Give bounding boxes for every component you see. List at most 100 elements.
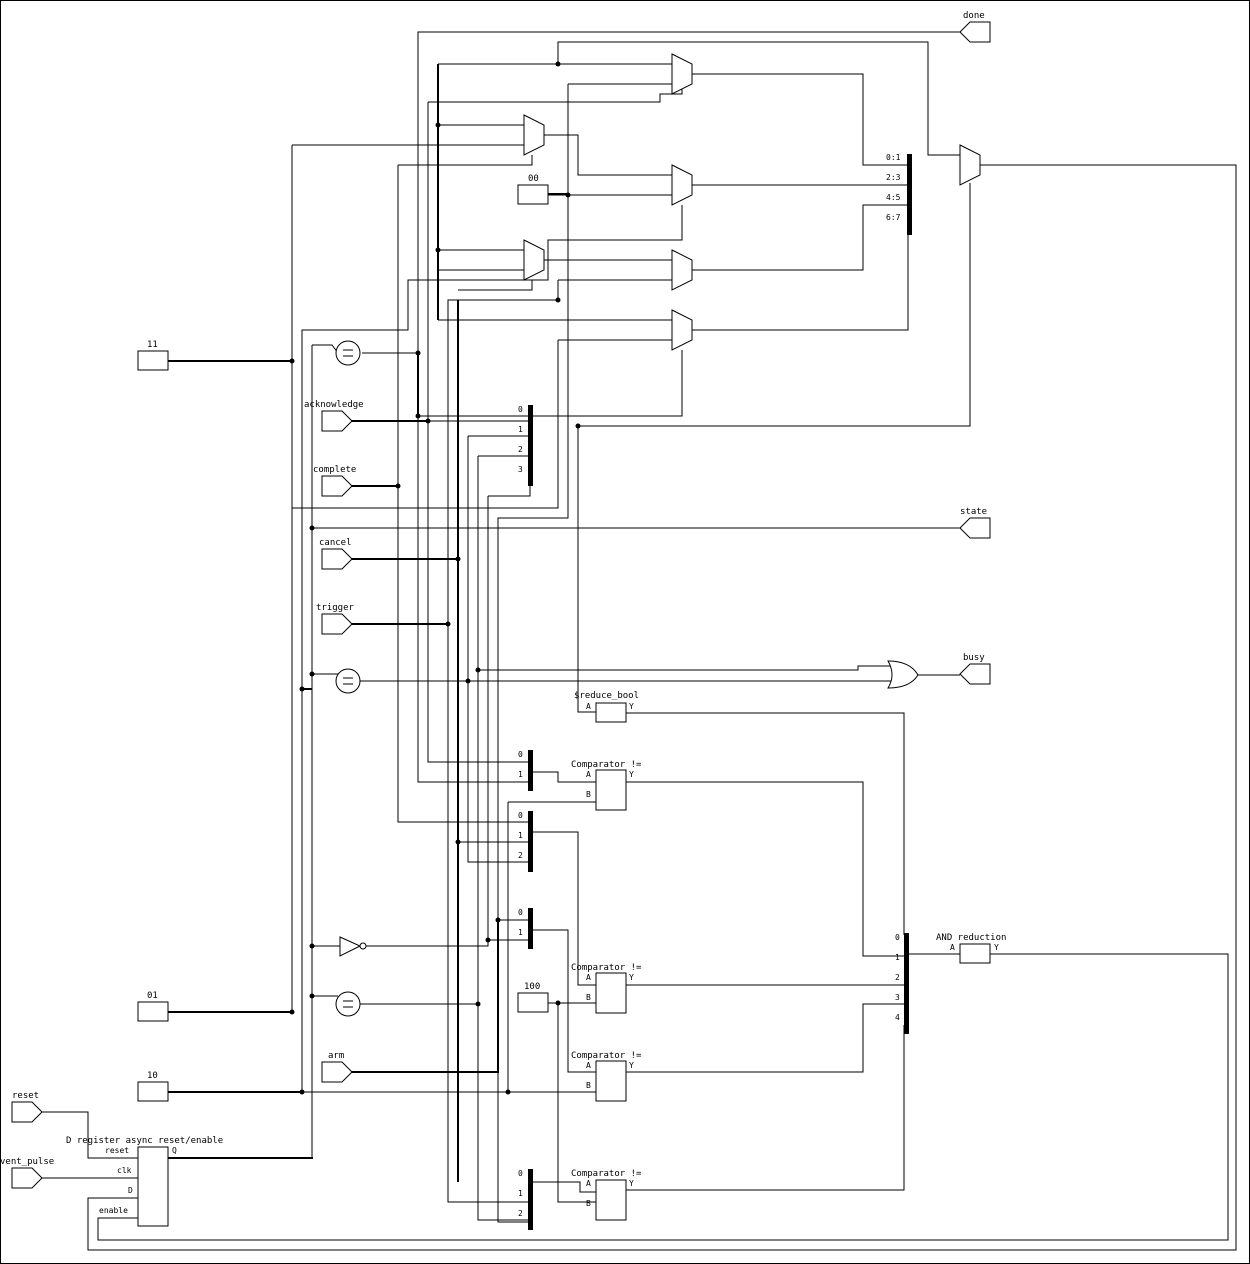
bus-idx: 3 (518, 465, 523, 474)
bus-idx: 1 (518, 1189, 523, 1198)
bus-idx: 0 (518, 811, 523, 820)
ne-comparator-title: Comparator != (571, 1169, 642, 1179)
pin-label-y: Y (629, 1179, 634, 1188)
bus-idx: 1 (518, 928, 523, 937)
port-label-busy: busy (963, 653, 985, 663)
reduce-bool-title: $reduce_bool (574, 691, 639, 701)
mux-5 (671, 249, 693, 291)
constant-10: 10 (137, 1071, 169, 1102)
bus-idx: 2 (518, 851, 523, 860)
pin-label-a: A (586, 1179, 591, 1188)
bus-split-2b (528, 908, 533, 949)
bus-label-6-7: 6:7 (886, 213, 901, 222)
port-label-done: done (963, 11, 985, 21)
bus-idx: 0 (895, 933, 900, 942)
input-port-complete: complete (313, 465, 356, 497)
not-gate (339, 936, 367, 957)
output-port-done: done (959, 11, 991, 43)
bus-concat-5 (904, 933, 909, 1034)
constant-label-10: 10 (147, 1071, 158, 1081)
and-reduction-title: AND reduction (936, 933, 1006, 943)
bus-idx: 0 (518, 1169, 523, 1178)
bus-label-2-3: 2:3 (886, 173, 901, 182)
pin-label-a: A (586, 702, 591, 711)
bus-labels: 0:1 2:3 4:5 6:7 0 1 2 3 0 1 0 1 2 0 1 0 … (518, 153, 901, 1218)
bus-split-4 (528, 405, 533, 486)
pin-label-enable: enable (99, 1206, 128, 1215)
equal-comparator-3 (335, 991, 361, 1017)
input-port-trigger: trigger (316, 603, 355, 635)
pin-label-reset: reset (105, 1146, 129, 1155)
bus-idx: 4 (895, 1013, 900, 1022)
pin-label-y: Y (629, 973, 634, 982)
pin-label-a: A (586, 973, 591, 982)
bus-idx: 1 (895, 953, 900, 962)
bus-idx: 2 (518, 1209, 523, 1218)
port-label-acknowledge: acknowledge (304, 400, 364, 410)
equal-comparator-1 (335, 340, 361, 366)
reduce-bool-cell: $reduce_bool A Y (574, 691, 639, 723)
pin-label-a: A (950, 943, 955, 952)
port-label-state: state (960, 507, 987, 517)
port-label-reset: reset (12, 1091, 39, 1101)
mux-out (959, 144, 981, 186)
ne-comparator-title: Comparator != (571, 760, 642, 770)
bus-idx: 1 (518, 425, 523, 434)
output-port-busy: busy (959, 653, 991, 685)
pin-label-q: Q (172, 1146, 177, 1155)
input-port-cancel: cancel (319, 538, 353, 570)
constant-label-100: 100 (524, 982, 540, 992)
bus-out-concat (907, 154, 912, 235)
bus-idx: 0 (518, 750, 523, 759)
input-port-arm: arm (321, 1051, 353, 1083)
port-label-complete: complete (313, 465, 356, 475)
bus-split-2a (528, 750, 533, 791)
mux-2 (523, 114, 545, 156)
output-port-state: state (959, 507, 991, 539)
d-register-title: D register async reset/enable (66, 1136, 223, 1146)
pin-label-y: Y (629, 1061, 634, 1070)
bus-split-3a (528, 811, 533, 872)
pin-label-clk: clk (117, 1166, 132, 1175)
pin-label-b: B (586, 790, 591, 799)
bus-idx: 3 (895, 993, 900, 1002)
constant-label-00: 00 (528, 174, 539, 184)
ne-comparator-3: Comparator != A B Y (571, 1051, 642, 1102)
port-label-trigger: trigger (316, 603, 355, 613)
bus-idx: 2 (895, 973, 900, 982)
bus-idx: 2 (518, 445, 523, 454)
junctions (289, 61, 581, 1095)
bus-idx: 0 (518, 908, 523, 917)
pin-label-y: Y (629, 702, 634, 711)
port-label-cancel: cancel (319, 538, 352, 548)
bus-bars (528, 154, 912, 1230)
pin-label-b: B (586, 1199, 591, 1208)
port-label-event-pulse: vent_pulse (0, 1157, 54, 1167)
bus-idx: 0 (518, 405, 523, 414)
constant-100: 100 (517, 982, 549, 1013)
multiplexers (523, 53, 981, 351)
pin-label-b: B (586, 993, 591, 1002)
equal-comparator-2 (335, 668, 361, 694)
input-port-reset: reset (11, 1091, 43, 1123)
ne-comparator-4: Comparator != A B Y (571, 1169, 642, 1221)
pin-label-a: A (586, 770, 591, 779)
ne-comparator-title: Comparator != (571, 963, 642, 973)
constant-00: 00 (517, 174, 549, 205)
bus-label-4-5: 4:5 (886, 193, 901, 202)
bus-split-3b (528, 1169, 533, 1230)
mux-6 (671, 309, 693, 351)
wires (40, 31, 1237, 1251)
ne-comparator-2: Comparator != A B Y (571, 963, 642, 1014)
bus-idx: 1 (518, 831, 523, 840)
pin-label-b: B (586, 1081, 591, 1090)
constant-11: 11 (137, 340, 169, 371)
d-register: D register async reset/enable reset clk … (66, 1136, 223, 1227)
pin-label-d: D (128, 1186, 133, 1195)
bus-label-0-1: 0:1 (886, 153, 901, 162)
mux-3 (671, 164, 693, 206)
input-port-acknowledge: acknowledge (304, 400, 364, 432)
input-port-event-pulse: vent_pulse (0, 1157, 54, 1189)
pin-label-y: Y (994, 943, 999, 952)
